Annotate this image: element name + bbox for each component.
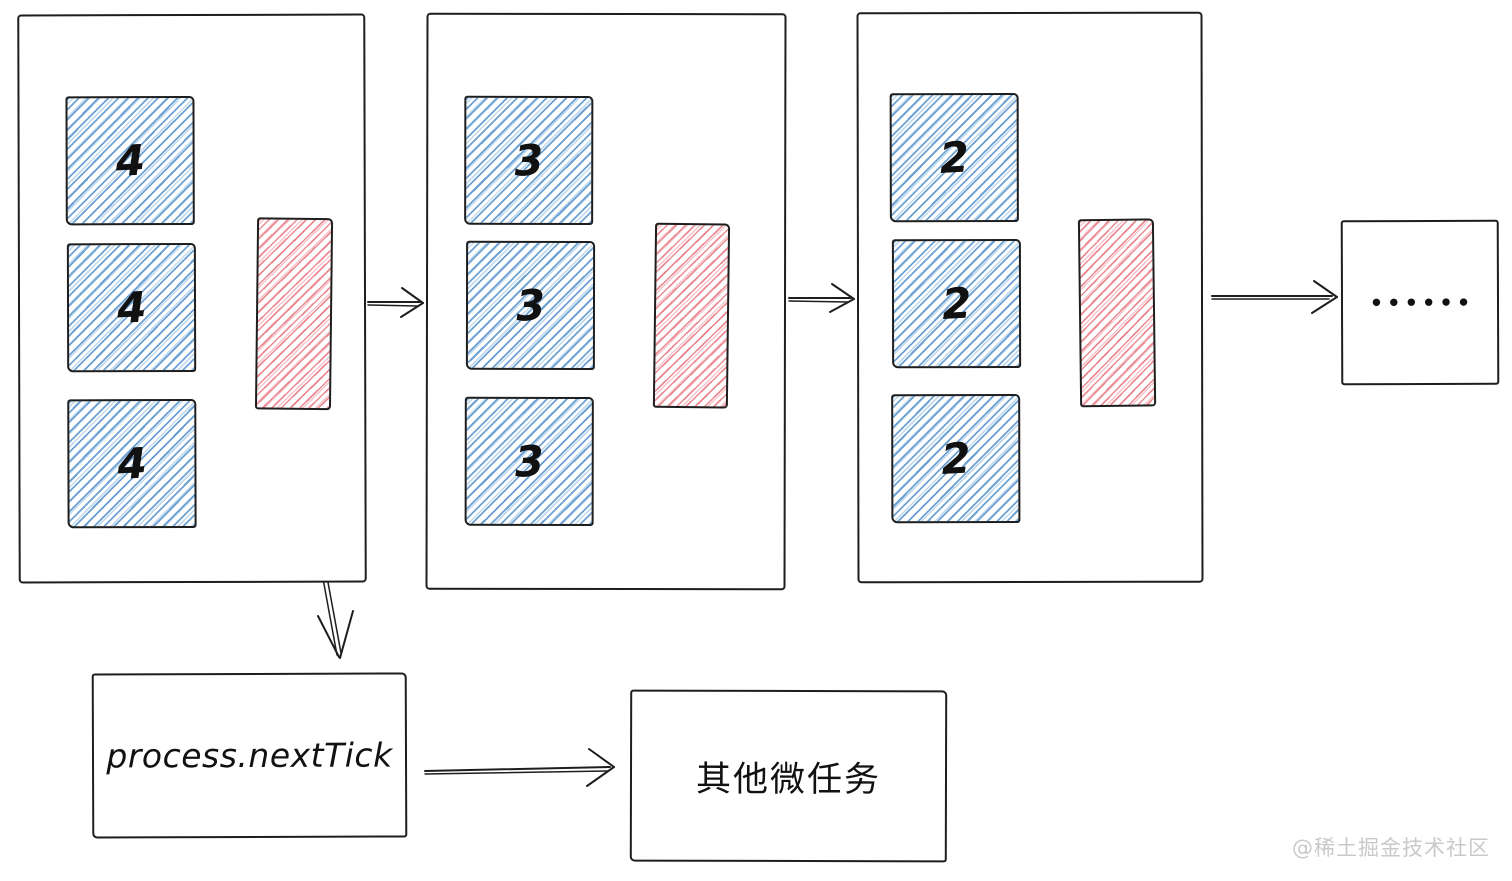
other-microtasks-label: 其他微任务	[695, 759, 882, 800]
macrotask-square: 3	[464, 95, 594, 225]
task-label: 3	[512, 135, 545, 186]
macrotask-square: 2	[889, 93, 1019, 223]
event-loop-frame-3: 2 2 2	[856, 11, 1204, 584]
process-nexttick-box: process.nextTick	[91, 672, 408, 839]
macrotask-square: 4	[67, 398, 197, 529]
task-label: 3	[514, 280, 547, 331]
event-loop-frame-2: 3 3 3	[425, 12, 787, 591]
event-loop-frame-1: 4 4 4	[17, 13, 367, 584]
other-microtasks-box: 其他微任务	[629, 689, 948, 863]
macrotask-square: 4	[66, 242, 197, 373]
task-label: 4	[115, 282, 148, 333]
task-label: 3	[513, 436, 546, 487]
task-label: 4	[114, 135, 147, 186]
nexttick-queue-rect	[652, 222, 731, 409]
task-label: 2	[940, 278, 973, 329]
arrow-nexttick-to-microtasks	[424, 748, 615, 787]
macrotask-square: 3	[465, 240, 596, 370]
arrow-frame1-to-frame2	[367, 287, 424, 318]
nexttick-queue-rect	[1077, 218, 1157, 408]
arrow-frame3-to-ellipsis	[1211, 280, 1338, 314]
macrotask-square: 3	[464, 396, 594, 526]
task-label: 2	[939, 433, 972, 484]
ellipsis-box: ••••••	[1340, 219, 1500, 386]
nexttick-queue-rect	[254, 217, 334, 411]
task-label: 4	[115, 438, 148, 489]
ellipsis-dots: ••••••	[1369, 290, 1475, 315]
macrotask-square: 2	[891, 239, 1022, 369]
arrow-frame2-to-frame3	[788, 283, 855, 313]
macrotask-square: 2	[891, 394, 1021, 524]
macrotask-square: 4	[65, 95, 195, 226]
juejin-watermark: @稀土掘金技术社区	[1292, 836, 1490, 860]
task-label: 2	[938, 132, 971, 183]
process-nexttick-label: process.nextTick	[106, 735, 393, 776]
